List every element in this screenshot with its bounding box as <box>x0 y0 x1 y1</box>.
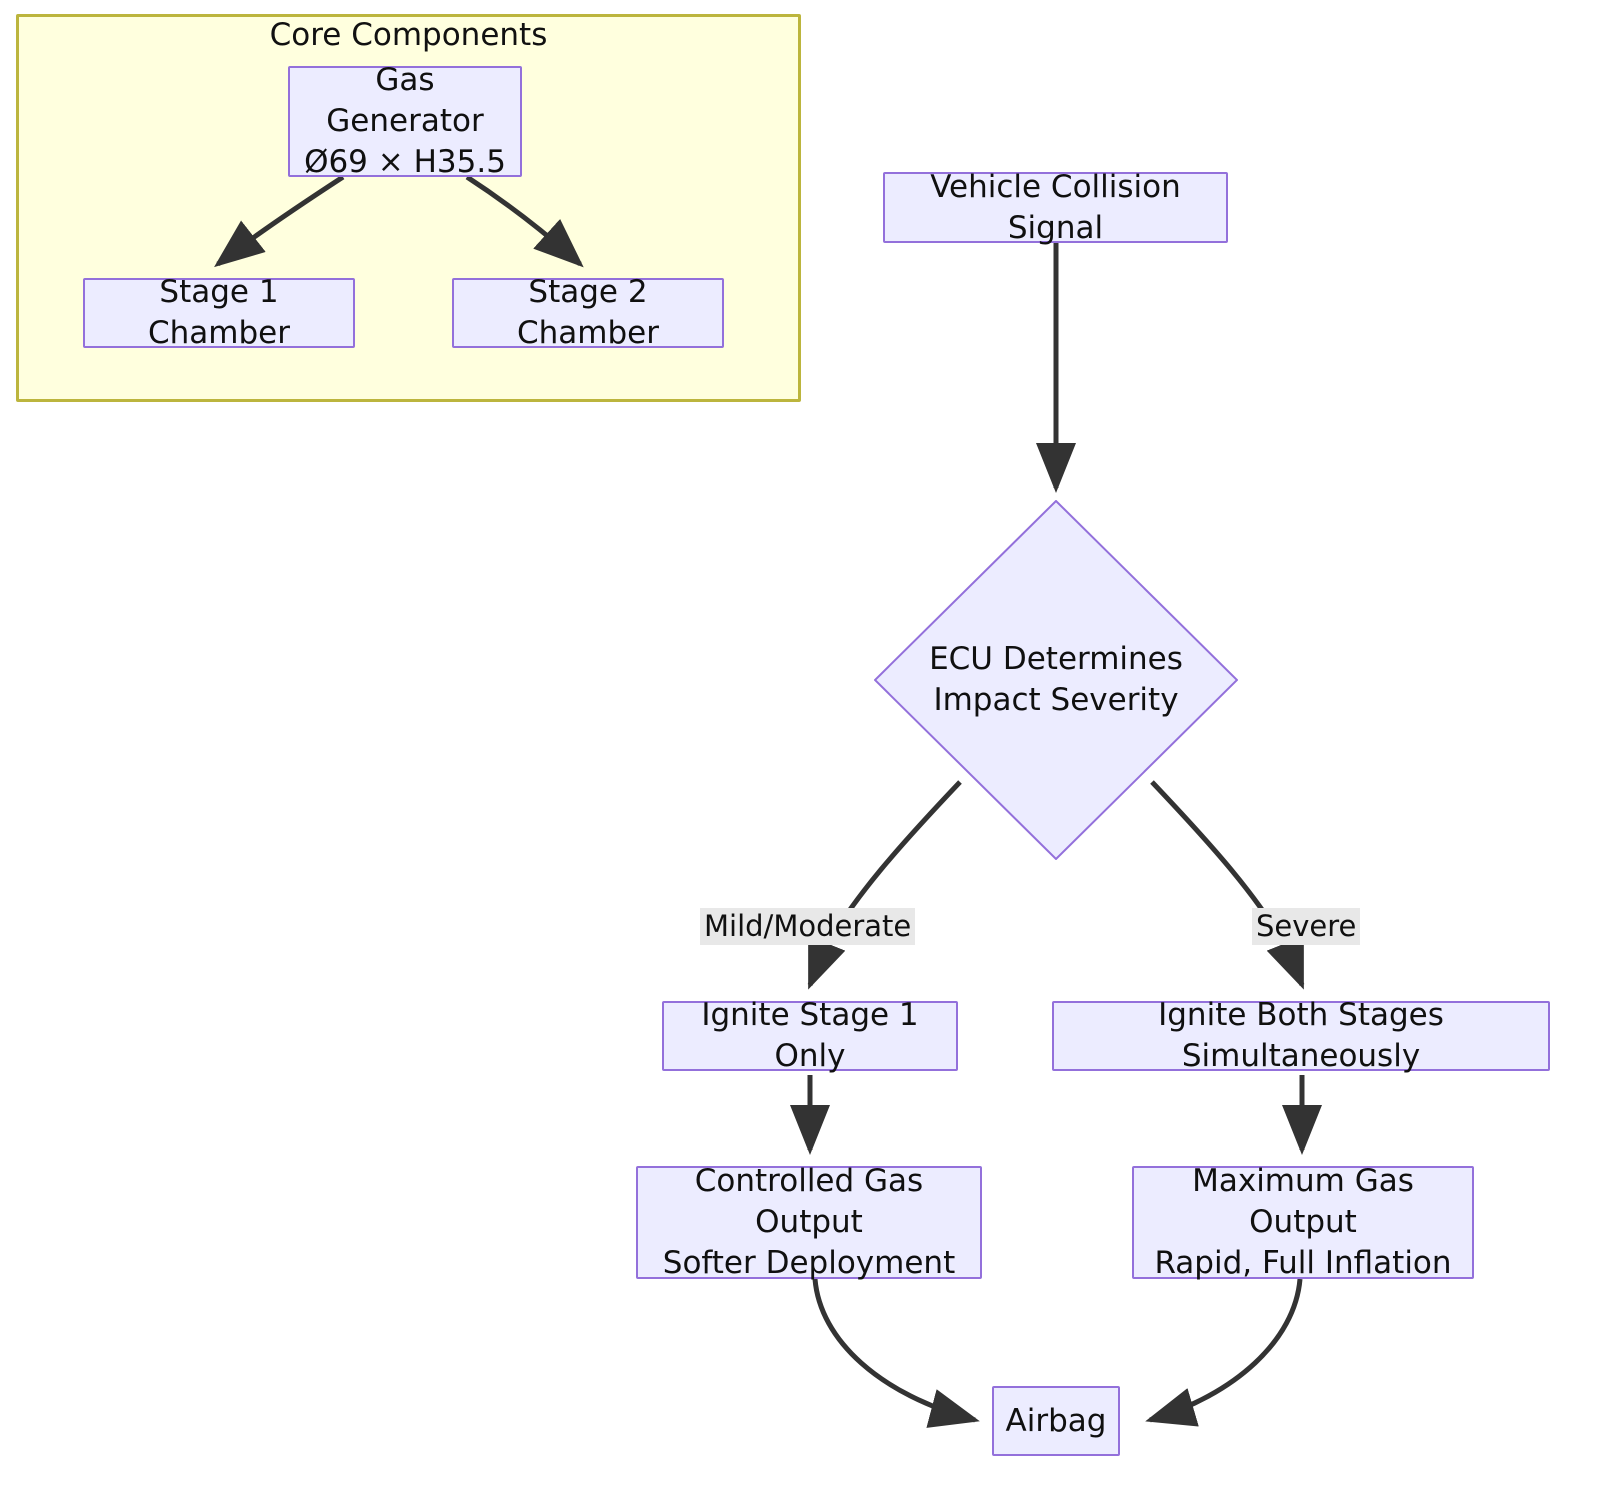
node-airbag-label: Airbag <box>1005 1402 1107 1439</box>
node-maximum-gas-output-label: Maximum Gas Output Rapid, Full Inflation <box>1148 1161 1458 1284</box>
node-airbag[interactable]: Airbag <box>992 1386 1120 1456</box>
node-vehicle-collision-signal-label: Vehicle Collision Signal <box>930 168 1181 246</box>
node-controlled-gas-output[interactable]: Controlled Gas Output Softer Deployment <box>636 1163 982 1281</box>
node-ignite-stage-1-only[interactable]: Ignite Stage 1 Only <box>662 997 958 1074</box>
cluster-core-components-title: Core Components <box>269 17 548 53</box>
node-maximum-gas-output[interactable]: Maximum Gas Output Rapid, Full Inflation <box>1132 1163 1474 1281</box>
node-ecu-line-1: ECU Determines <box>929 641 1183 678</box>
node-stage-2-chamber-label: Stage 2 Chamber <box>517 274 659 351</box>
node-controlled-gas-output-label: Controlled Gas Output Softer Deployment <box>652 1161 966 1284</box>
node-maximum-gas-output-line-1: Maximum Gas Output <box>1192 1163 1414 1241</box>
node-ignite-both-stages-label: Ignite Both Stages Simultaneously <box>1158 997 1444 1074</box>
node-ignite-stage-1-only-label: Ignite Stage 1 Only <box>701 997 919 1074</box>
node-controlled-gas-output-line-1: Controlled Gas Output <box>694 1163 924 1241</box>
edge-label-severe: Severe <box>1252 908 1361 946</box>
node-stage-1-chamber[interactable]: Stage 1 Chamber <box>83 274 355 351</box>
node-vehicle-collision-signal[interactable]: Vehicle Collision Signal <box>883 169 1228 246</box>
node-gas-generator-line-1: Gas Generator <box>326 62 484 140</box>
edge-label-mild-moderate: Mild/Moderate <box>700 908 916 946</box>
node-gas-generator-line-2: Ø69 × H35.5 <box>304 143 506 180</box>
node-ignite-both-stages-simultaneously[interactable]: Ignite Both Stages Simultaneously <box>1052 997 1550 1074</box>
node-ecu-label: ECU Determines Impact Severity <box>874 500 1238 860</box>
node-gas-generator[interactable]: Gas Generator Ø69 × H35.5 <box>288 62 522 180</box>
edge-maximum-gas-output-to-airbag <box>1145 1278 1303 1427</box>
node-stage-2-chamber[interactable]: Stage 2 Chamber <box>452 274 724 351</box>
diamond-shape <box>874 500 1238 860</box>
node-maximum-gas-output-line-2: Rapid, Full Inflation <box>1154 1244 1452 1281</box>
node-ecu-determines-impact-severity[interactable]: ECU Determines Impact Severity <box>874 500 1238 860</box>
node-stage-1-chamber-label: Stage 1 Chamber <box>148 274 290 351</box>
node-controlled-gas-output-line-2: Softer Deployment <box>662 1244 956 1281</box>
edge-controlled-gas-output-to-airbag <box>812 1278 980 1428</box>
node-ecu-line-2: Impact Severity <box>933 682 1179 718</box>
node-gas-generator-label: Gas Generator Ø69 × H35.5 <box>304 60 506 183</box>
